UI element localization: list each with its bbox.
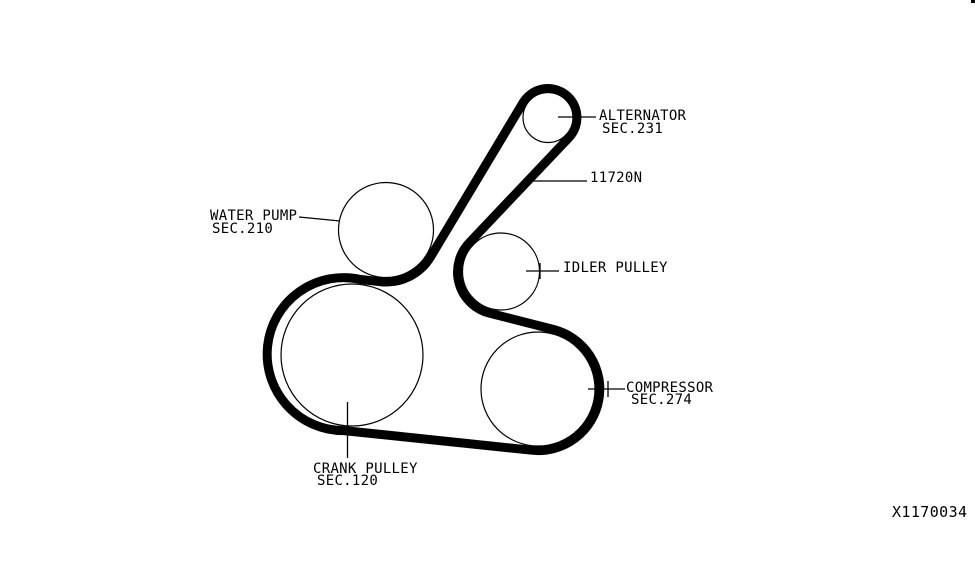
idler-pulley-label: IDLER PULLEY xyxy=(563,260,668,276)
crank-pulley-label-section: SEC.120 xyxy=(317,473,379,489)
crank-pulley-label-name: CRANK PULLEY xyxy=(313,461,418,477)
alternator-label-name: ALTERNATOR xyxy=(599,108,687,124)
belt-part-number-label: 11720N xyxy=(590,170,643,186)
crank-pulley-circle xyxy=(280,283,424,427)
compressor-label-section: SEC.274 xyxy=(631,392,693,408)
compressor-pulley-circle xyxy=(480,331,596,447)
compressor-label-name: COMPRESSOR xyxy=(626,380,714,396)
alternator-label-section: SEC.231 xyxy=(602,121,664,137)
serpentine-belt-path xyxy=(262,84,605,456)
water-pump-label-name: WATER PUMP xyxy=(210,208,298,224)
water-pump-leader-line xyxy=(298,216,341,222)
figure-code: X1170034 xyxy=(892,503,968,521)
water-pump-label-section: SEC.210 xyxy=(212,221,274,237)
corner-artifact xyxy=(971,0,975,3)
water-pump-pulley-circle xyxy=(337,181,435,279)
